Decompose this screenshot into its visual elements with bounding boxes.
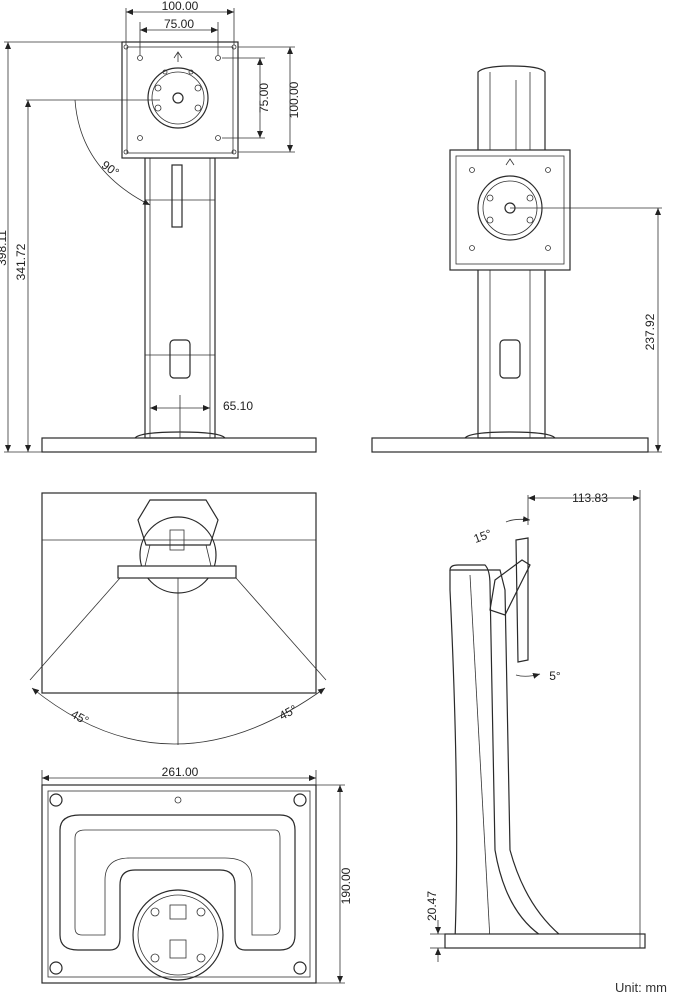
front-rotation-bar <box>171 164 183 228</box>
front-base <box>41 437 317 453</box>
side-panel <box>515 537 529 663</box>
dim-swivel-left: 45° <box>69 707 92 728</box>
base-outline <box>41 784 317 984</box>
dim-tilt-down: 5° <box>549 669 561 683</box>
dim-vesa-inner-width: 75.00 <box>164 17 194 31</box>
dim-base-height: 20.47 <box>425 891 439 921</box>
top-plate <box>117 565 237 579</box>
base-channel <box>59 814 296 951</box>
dim-vesa-outer-width: 100.00 <box>162 0 199 13</box>
dim-center-height: 341.72 <box>14 243 28 280</box>
back-column <box>477 65 546 439</box>
side-column <box>449 564 562 936</box>
side-base <box>444 933 646 949</box>
dim-depth: 113.83 <box>572 491 608 505</box>
back-view <box>371 65 662 453</box>
top-view <box>29 492 327 745</box>
front-handle-slot <box>169 339 191 379</box>
dim-rotation-angle: 90° <box>99 158 122 180</box>
dim-tilt-up: 15° <box>472 526 494 545</box>
front-view <box>4 8 317 453</box>
dim-swivel-right: 45° <box>277 702 300 723</box>
dim-base-width: 261.00 <box>162 765 199 779</box>
base-view <box>41 770 345 984</box>
back-vesa-plate <box>449 149 571 271</box>
dim-vesa-outer-height: 100.00 <box>287 81 301 118</box>
unit-label: Unit: mm <box>615 980 667 995</box>
dim-column-width: 65.10 <box>223 399 253 413</box>
front-rotation-disc <box>147 67 209 129</box>
side-view <box>430 490 646 962</box>
dim-base-depth: 190.00 <box>339 867 353 904</box>
dim-overall-height: 398.11 <box>0 230 9 266</box>
dim-back-center-height: 237.92 <box>643 313 657 350</box>
top-column <box>137 499 219 546</box>
dim-vesa-inner-height: 75.00 <box>257 83 271 113</box>
